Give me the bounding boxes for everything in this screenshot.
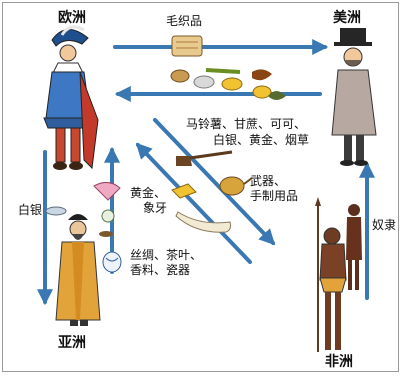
flow-label-gold-ivory-line1: 黄金、: [130, 186, 167, 200]
american-colonist-illustration: [331, 28, 377, 166]
arrow-africa-to-europe: [135, 142, 252, 264]
asian-merchant-illustration: [55, 214, 101, 326]
flow-label-gold-ivory-line2: 象牙: [143, 201, 168, 215]
american-goods-icons: [170, 68, 286, 100]
arrow-europe-to-africa: [153, 118, 276, 246]
flow-label-woolens: 毛织品: [166, 14, 203, 28]
region-label-america: 美洲: [333, 10, 361, 26]
flow-label-asian-goods-line1: 丝绸、茶叶、: [130, 248, 203, 262]
teapot-icon: [219, 176, 253, 196]
woolen-roll-icon: [171, 35, 203, 57]
european-merchant-illustration: [43, 25, 99, 170]
flow-label-slaves: 奴隶: [372, 218, 397, 232]
region-label-europe: 欧洲: [58, 10, 86, 26]
diagram-frame: [2, 2, 399, 372]
musket-icon: [175, 150, 233, 166]
region-label-africa: 非洲: [325, 354, 353, 370]
flow-label-silver: 白银: [18, 203, 43, 217]
flow-label-americas-goods-line2: 白银、黄金、烟草: [213, 133, 310, 147]
flow-label-americas-goods-line1: 马铃薯、甘蔗、可可、: [186, 117, 307, 131]
flow-label-asian-goods-line2: 香料、瓷器: [130, 263, 191, 277]
asian-goods-icons: [93, 182, 122, 273]
flow-label-weapons-line1: 武器、: [250, 174, 287, 188]
african-people-illustration: [315, 197, 362, 352]
gold-ingot-icon: [171, 183, 197, 199]
flow-label-weapons-line2: 手制用品: [250, 189, 299, 203]
ivory-tusk-icon: [175, 211, 231, 233]
silver-ingot-icon: [45, 206, 67, 216]
region-label-asia: 亚洲: [58, 335, 86, 351]
